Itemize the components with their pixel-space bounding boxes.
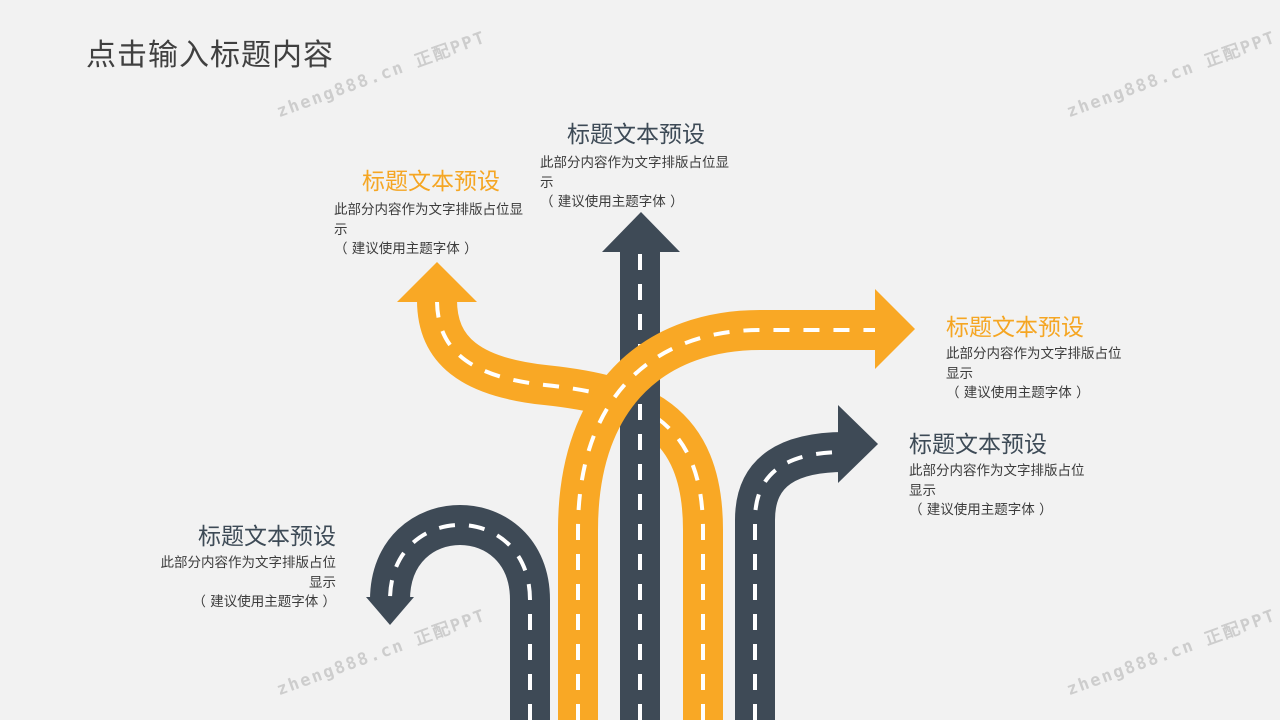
- heading: 标题文本预设: [362, 169, 500, 195]
- arrowhead-up-center: [602, 212, 680, 252]
- body-line: 显示: [309, 574, 336, 591]
- body-line: （ 建议使用主题字体 ）: [540, 194, 684, 210]
- heading: 标题文本预设: [567, 122, 705, 148]
- body-line: （ 建议使用主题字体 ）: [909, 502, 1053, 518]
- heading: 标题文本预设: [198, 524, 336, 550]
- arrowhead-right-upper: [875, 289, 915, 369]
- arrowhead-up-left: [397, 262, 477, 302]
- body-line: 此部分内容作为文字排版占位: [909, 463, 1085, 479]
- body-line: 示: [540, 174, 554, 191]
- body-line: 此部分内容作为文字排版占位: [946, 346, 1122, 362]
- text-block-bottom-left: 标题文本预设 此部分内容作为文字排版占位 显示 （ 建议使用主题字体 ）: [120, 522, 337, 613]
- body-line: 此部分内容作为文字排版占位显: [334, 202, 523, 218]
- body-line: 此部分内容作为文字排版占位: [160, 555, 337, 571]
- text-block-right-lower: 标题文本预设 此部分内容作为文字排版占位 显示 （ 建议使用主题字体 ）: [909, 430, 1085, 521]
- road-orange-left-curve: [397, 262, 723, 720]
- body-line: （ 建议使用主题字体 ）: [334, 241, 478, 257]
- body-line: 示: [334, 221, 348, 238]
- text-block-top-left: 标题文本预设 此部分内容作为文字排版占位显 示 （ 建议使用主题字体 ）: [334, 167, 523, 260]
- slide-title: 点击输入标题内容: [86, 38, 334, 73]
- body-line: 显示: [909, 482, 936, 499]
- body-line: （ 建议使用主题字体 ）: [946, 385, 1090, 401]
- body-line: 显示: [946, 365, 973, 382]
- arrowhead-left-down: [366, 597, 414, 625]
- road-dark-right-curve: [735, 405, 878, 720]
- road-orange-right-curve: [558, 289, 915, 720]
- road-dark-center: [602, 212, 680, 720]
- heading: 标题文本预设: [946, 315, 1084, 341]
- body-line: （ 建议使用主题字体 ）: [192, 594, 336, 610]
- body-line: 此部分内容作为文字排版占位显: [540, 155, 729, 171]
- road-dark-left-uturn: [366, 505, 550, 720]
- arrowhead-right-lower: [838, 405, 878, 483]
- heading: 标题文本预设: [909, 432, 1047, 458]
- text-block-right-upper: 标题文本预设 此部分内容作为文字排版占位 显示 （ 建议使用主题字体 ）: [946, 313, 1122, 404]
- text-block-top-center: 标题文本预设 此部分内容作为文字排版占位显 示 （ 建议使用主题字体 ）: [540, 120, 729, 213]
